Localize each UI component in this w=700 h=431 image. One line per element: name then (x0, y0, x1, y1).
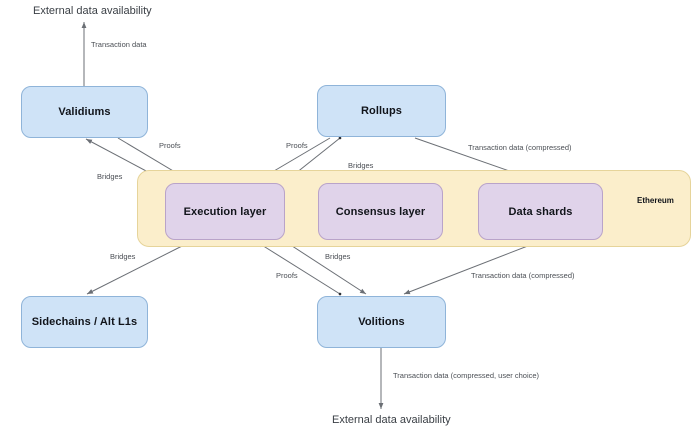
edge-volitions-proofs (256, 241, 342, 296)
node-volitions-label: Volitions (358, 316, 405, 328)
label-external-data-availability-bottom: External data availability (332, 414, 451, 426)
node-sidechains-alt-l1s-label: Sidechains / Alt L1s (31, 316, 138, 328)
edge-label-bridges-volitions: Bridges (325, 252, 351, 261)
label-external-data-availability-top: External data availability (33, 5, 152, 17)
edge-execution-bridges-sidechains (86, 240, 192, 295)
edge-label-transaction-data: Transaction data (91, 40, 147, 49)
node-consensus-layer[interactable]: Consensus layer (318, 183, 443, 240)
edge-label-bridges-rollups: Bridges (348, 161, 374, 170)
node-volitions[interactable]: Volitions (317, 296, 446, 348)
edge-label-bridges-validiums: Bridges (97, 172, 123, 181)
node-rollups[interactable]: Rollups (317, 85, 446, 137)
node-consensus-layer-label: Consensus layer (335, 205, 426, 218)
edge-label-transaction-data-compressed-top: Transaction data (compressed) (468, 143, 572, 152)
edge-label-proofs-validiums: Proofs (159, 141, 181, 150)
node-validiums-label: Validiums (58, 106, 111, 118)
node-data-shards[interactable]: Data shards (478, 183, 603, 240)
node-data-shards-label: Data shards (508, 205, 573, 218)
edge-label-proofs-volitions: Proofs (276, 271, 298, 280)
node-rollups-label: Rollups (360, 105, 403, 117)
edge-datashards-volitions (403, 240, 540, 295)
edge-execution-bridges-volitions (284, 240, 367, 295)
group-ethereum-label: Ethereum (637, 196, 674, 205)
node-validiums[interactable]: Validiums (21, 86, 148, 138)
edge-label-transaction-data-user-choice: Transaction data (compressed, user choic… (393, 371, 540, 380)
edge-label-proofs-rollups: Proofs (286, 141, 308, 150)
node-execution-layer[interactable]: Execution layer (165, 183, 285, 240)
edge-label-bridges-sidechains: Bridges (110, 252, 136, 261)
node-sidechains-alt-l1s[interactable]: Sidechains / Alt L1s (21, 296, 148, 348)
edge-label-transaction-data-compressed-bottom: Transaction data (compressed) (471, 271, 575, 280)
node-execution-layer-label: Execution layer (183, 205, 267, 218)
